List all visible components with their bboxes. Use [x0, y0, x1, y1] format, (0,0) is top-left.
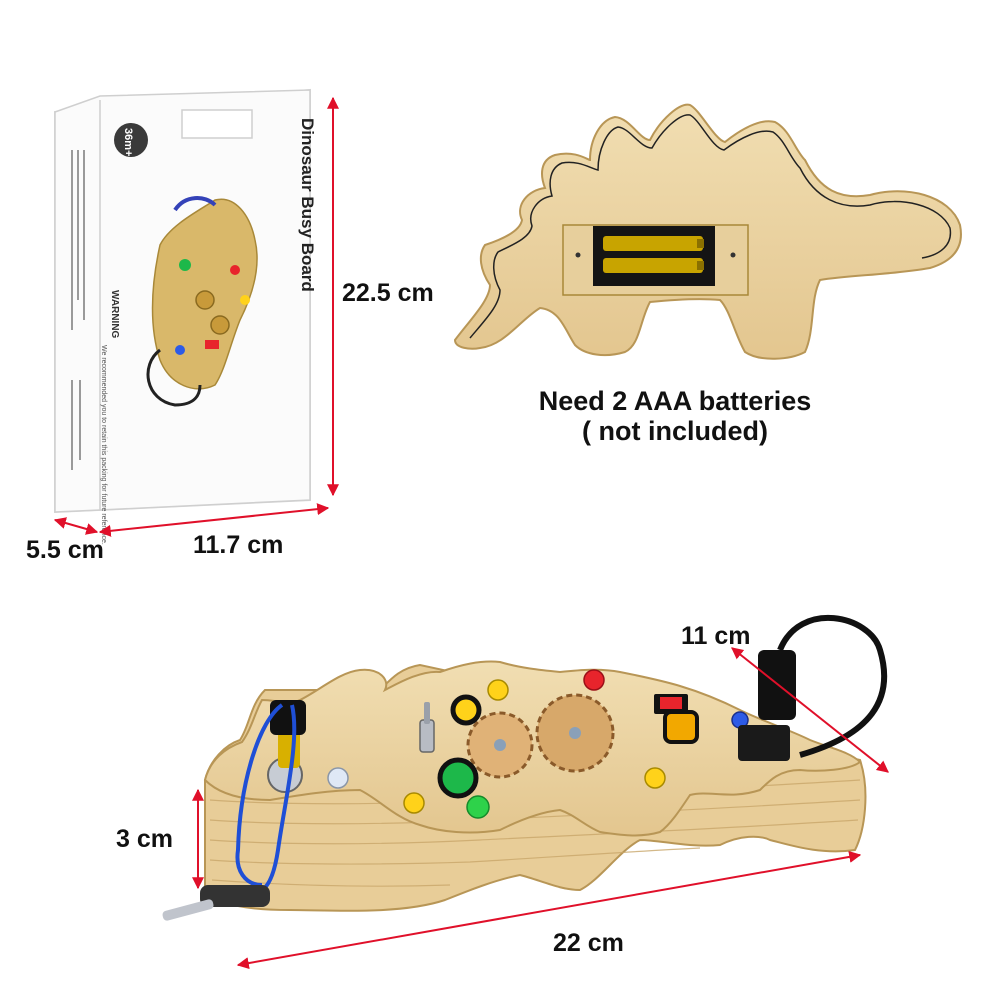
battery-note: Need 2 AAA batteries ( not included): [440, 386, 910, 446]
board-thickness-label: 3 cm: [116, 825, 173, 853]
box-width-arrow: [98, 503, 330, 537]
box-warning-note: We recommended you to retain this packin…: [100, 345, 107, 545]
led-green-1: [466, 795, 490, 819]
age-badge: [114, 123, 148, 157]
led-red-1: [583, 669, 605, 691]
battery-note-line2: ( not included): [582, 416, 768, 446]
rotary-knob: [663, 710, 699, 744]
battery-1: [603, 236, 703, 251]
box-warning: WARNING: [109, 290, 120, 339]
board-length-label: 22 cm: [553, 929, 624, 957]
board-back-view: [453, 103, 962, 360]
button-green: [437, 757, 479, 799]
box-depth-label: 5.5 cm: [26, 536, 104, 564]
box-height-label: 22.5 cm: [342, 279, 434, 307]
led-white: [327, 767, 349, 789]
led-yellow-2: [403, 792, 425, 814]
product-box: [54, 88, 311, 514]
battery-note-line1: Need 2 AAA batteries: [538, 386, 812, 416]
led-yellow-1: [487, 679, 509, 701]
cable-arrow: [731, 647, 889, 773]
battery-2: [603, 258, 703, 273]
busy-board-front: [162, 614, 888, 921]
box-depth-arrow: [53, 517, 99, 535]
cable-length-label: 11 cm: [681, 622, 751, 650]
length-arrow: [236, 850, 862, 970]
button-yellow: [450, 694, 482, 726]
age-badge-label: 36m+: [122, 128, 134, 156]
led-yellow-3: [644, 767, 666, 789]
box-width-label: 11.7 cm: [193, 531, 284, 559]
toggle-switch: [419, 719, 435, 753]
box-title: Dinosaur Busy Board: [298, 118, 317, 292]
